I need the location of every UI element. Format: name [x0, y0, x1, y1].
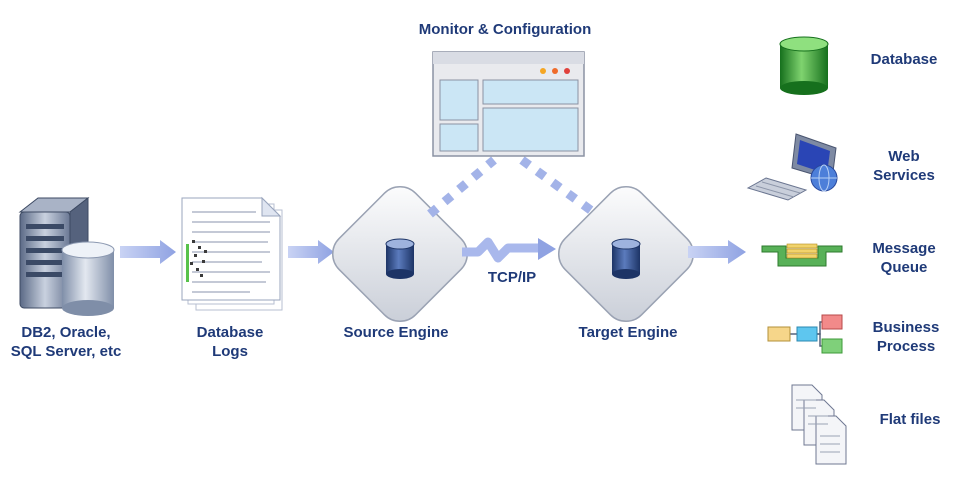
monitor-window-icon: [432, 51, 585, 157]
source-db-label-line1: DB2, Oracle,: [21, 324, 111, 341]
message-queue-icon: [761, 243, 843, 267]
source-db-label: DB2, Oracle, SQL Server, etc: [0, 323, 132, 361]
database-target-label: Database: [870, 51, 938, 68]
tcp-ip-label: TCP/IP: [487, 269, 537, 286]
web-services-label: Web Services: [856, 147, 952, 185]
message-queue-label-line2: Queue: [880, 259, 928, 276]
monitor-config-label: Monitor & Configuration: [418, 21, 592, 38]
target-engine-label: Target Engine: [578, 324, 678, 341]
database-logs-label-line1: Database: [196, 324, 264, 341]
flow-arrow: [120, 240, 176, 264]
business-process-label-line1: Business: [872, 319, 940, 336]
target-engine-icon: [557, 185, 695, 323]
business-process-icon: [767, 314, 843, 354]
source-engine-icon: [331, 185, 469, 323]
database-logs-label: Database Logs: [180, 323, 280, 361]
database-icon: [779, 36, 829, 95]
web-services-label-line2: Services: [873, 167, 935, 184]
message-queue-label: Message Queue: [856, 239, 952, 277]
flow-arrow: [688, 240, 746, 264]
web-services-icon: [746, 133, 838, 201]
web-services-label-line1: Web: [888, 148, 920, 165]
message-queue-label-line1: Message: [872, 240, 936, 257]
flat-files-label: Flat files: [879, 411, 941, 428]
database-logs-label-line2: Logs: [212, 343, 248, 360]
flow-arrow: [288, 240, 334, 264]
tcp-ip-link-arrow: [462, 237, 556, 263]
source-db-label-line2: SQL Server, etc: [10, 343, 122, 360]
flat-files-icon: [791, 384, 847, 465]
source-database-server-icon: [18, 196, 115, 316]
database-logs-icon: [181, 196, 283, 311]
business-process-label-line2: Process: [876, 338, 936, 355]
source-engine-label: Source Engine: [343, 324, 449, 341]
monitor-link-dashes: [427, 156, 599, 218]
business-process-label: Business Process: [856, 318, 956, 356]
